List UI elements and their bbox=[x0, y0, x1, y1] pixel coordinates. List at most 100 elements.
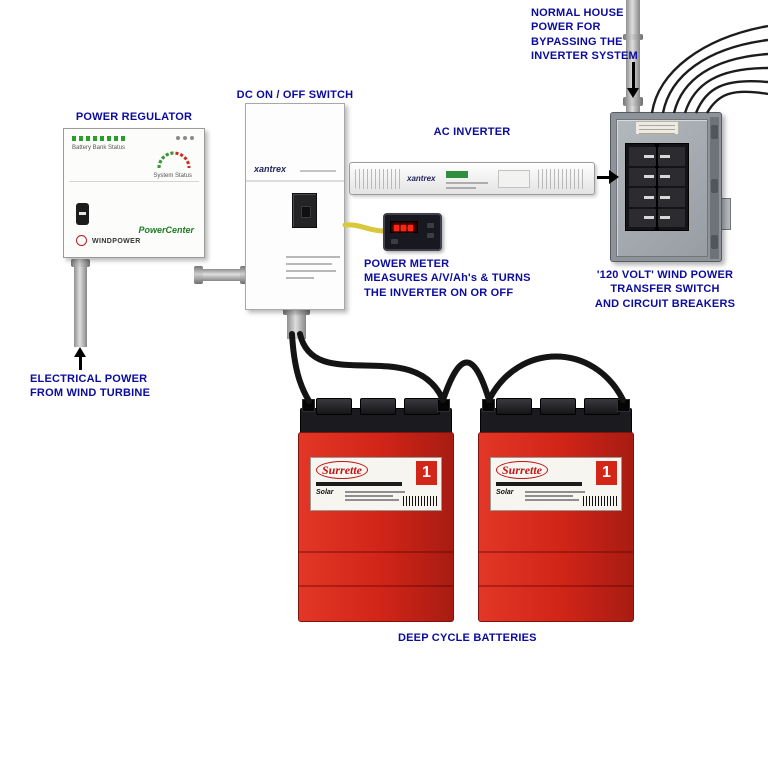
battery-cell-cap bbox=[404, 398, 440, 415]
regulator-brand-text: PowerCenter bbox=[138, 225, 194, 235]
label-fineprint bbox=[525, 491, 585, 503]
meter-control-wire bbox=[342, 222, 387, 234]
windpower-logo-icon bbox=[76, 235, 87, 246]
switch-to-battery-conduit bbox=[287, 311, 306, 339]
circuit-breaker bbox=[629, 147, 656, 166]
transfer-switch-label: '120 VOLT' WIND POWER TRANSFER SWITCH AN… bbox=[594, 269, 736, 310]
house-power-conduit bbox=[626, 0, 640, 113]
transfer-switch-panel bbox=[610, 112, 722, 262]
label-fineprint bbox=[345, 491, 405, 503]
battery-series-text: Solar bbox=[316, 489, 334, 496]
circuit-breaker bbox=[658, 167, 685, 186]
status-dots bbox=[176, 136, 194, 140]
ac-inverter-unit: xantrex bbox=[349, 162, 595, 195]
vent-grille-icon bbox=[355, 169, 401, 189]
dc-breaker-toggle bbox=[292, 193, 317, 228]
power-meter-label: POWER METER MEASURES A/V/Ah's & TURNS TH… bbox=[364, 258, 531, 299]
conduit-coupling bbox=[240, 266, 249, 284]
vent-grille-icon bbox=[538, 169, 584, 189]
wind-input-arrow-stem bbox=[79, 357, 82, 370]
power-regulator-unit: Battery Bank Status System Status PowerC… bbox=[63, 128, 205, 258]
normal-house-power-label: NORMAL HOUSE POWER FOR BYPASSING THE INV… bbox=[531, 7, 638, 62]
battery-cell-cap bbox=[316, 398, 352, 415]
label-bar bbox=[316, 482, 402, 486]
deep-cycle-battery-1: Surrette 1 Solar bbox=[298, 398, 454, 622]
wind-turbine-power-label: ELECTRICAL POWER FROM WIND TURBINE bbox=[30, 373, 151, 400]
house-power-arrow-stem bbox=[632, 62, 635, 89]
battery-bank-led-row bbox=[72, 136, 125, 141]
barcode-icon bbox=[403, 496, 437, 506]
wind-input-arrow-icon bbox=[74, 347, 86, 357]
inverter-control-panel bbox=[498, 170, 530, 188]
case-seam bbox=[299, 551, 453, 553]
inverter-to-panel-arrow-stem bbox=[597, 176, 610, 179]
case-seam bbox=[479, 551, 633, 553]
circuit-breaker bbox=[658, 147, 685, 166]
power-regulator-label: POWER REGULATOR bbox=[75, 111, 193, 123]
system-status-text: System Status bbox=[153, 173, 192, 179]
battery-brand-text: Surrette bbox=[496, 461, 549, 479]
inverter-fineprint bbox=[446, 182, 488, 192]
regulator-subbrand-text: WINDPOWER bbox=[92, 238, 141, 245]
battery-model-digit: 1 bbox=[416, 461, 437, 485]
wind-turbine-conduit bbox=[74, 259, 87, 347]
dc-switch-divider bbox=[246, 180, 344, 182]
battery-cell-cap bbox=[496, 398, 532, 415]
barcode-icon bbox=[583, 496, 617, 506]
battery-body: Surrette 1 Solar bbox=[478, 432, 634, 622]
battery-body: Surrette 1 Solar bbox=[298, 432, 454, 622]
deep-cycle-battery-2: Surrette 1 Solar bbox=[478, 398, 634, 622]
meter-button bbox=[427, 233, 434, 238]
inverter-green-badge bbox=[446, 171, 468, 178]
conduit-coupling bbox=[283, 308, 310, 315]
battery-label: Surrette 1 Solar bbox=[490, 457, 622, 511]
meter-button bbox=[427, 223, 434, 228]
circuit-breaker-block bbox=[625, 143, 689, 231]
regulator-breaker-toggle bbox=[76, 203, 89, 225]
house-power-wires bbox=[650, 24, 768, 114]
circuit-breaker bbox=[629, 208, 656, 227]
conduit-coupling bbox=[194, 266, 203, 284]
circuit-breaker bbox=[629, 167, 656, 186]
inverter-to-panel-arrow-icon bbox=[609, 170, 619, 184]
panel-hinge-strip bbox=[710, 117, 719, 259]
battery-label: Surrette 1 Solar bbox=[310, 457, 442, 511]
inverter-brand-text: xantrex bbox=[407, 174, 436, 183]
battery-terminal bbox=[617, 399, 630, 412]
circuit-breaker bbox=[629, 188, 656, 207]
battery-terminal bbox=[302, 399, 315, 412]
panel-label-card bbox=[635, 121, 679, 135]
system-status-gauge-icon bbox=[157, 151, 191, 169]
dc-switch-label: DC ON / OFF SWITCH bbox=[236, 89, 354, 101]
battery-bank-status-text: Battery Bank Status bbox=[72, 145, 126, 151]
house-power-arrow-icon bbox=[627, 88, 639, 98]
battery-brand-text: Surrette bbox=[316, 461, 369, 479]
deep-cycle-batteries-label: DEEP CYCLE BATTERIES bbox=[398, 632, 537, 644]
conduit-coupling bbox=[71, 259, 90, 267]
power-meter-unit bbox=[383, 213, 442, 251]
meter-button bbox=[391, 239, 398, 244]
battery-cell-cap bbox=[540, 398, 576, 415]
regulator-to-switch-conduit bbox=[196, 269, 246, 281]
battery-cables bbox=[289, 331, 626, 404]
dc-disconnect-switch-unit: xantrex bbox=[245, 103, 345, 310]
dc-switch-brand-text: xantrex bbox=[254, 164, 287, 174]
dc-switch-model-line bbox=[300, 170, 336, 172]
battery-cell-cap bbox=[584, 398, 620, 415]
label-bar bbox=[496, 482, 582, 486]
battery-terminal bbox=[482, 399, 495, 412]
battery-model-digit: 1 bbox=[596, 461, 617, 485]
battery-terminal bbox=[437, 399, 450, 412]
battery-cell-cap bbox=[360, 398, 396, 415]
circuit-breaker bbox=[658, 208, 685, 227]
dc-switch-fineprint bbox=[286, 256, 340, 284]
battery-series-text: Solar bbox=[496, 489, 514, 496]
conduit-coupling bbox=[623, 97, 643, 106]
circuit-breaker bbox=[658, 188, 685, 207]
case-seam bbox=[479, 585, 633, 587]
conduit-coupling bbox=[623, 34, 643, 40]
case-seam bbox=[299, 585, 453, 587]
ac-inverter-label: AC INVERTER bbox=[433, 126, 511, 138]
led-display bbox=[390, 221, 418, 233]
